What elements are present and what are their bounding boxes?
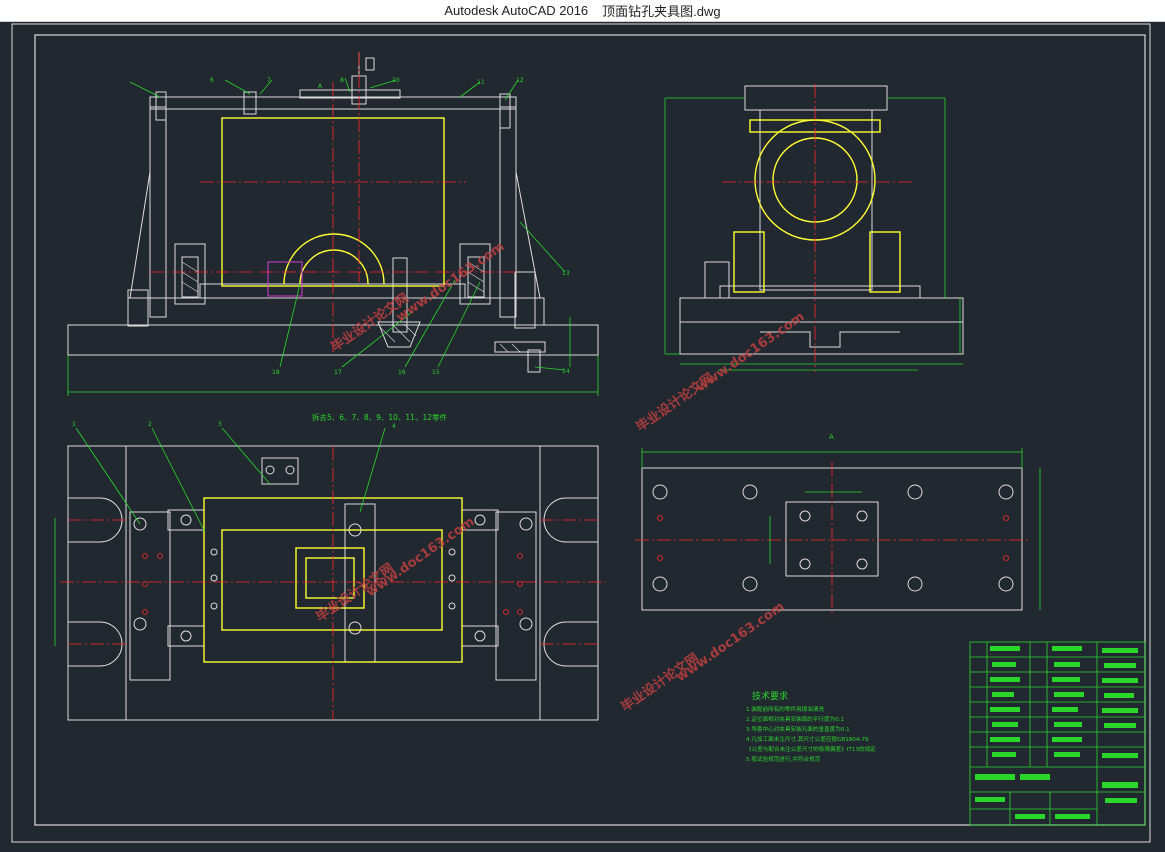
front-view-dimensions xyxy=(67,77,599,396)
svg-text:16: 16 xyxy=(398,369,406,376)
watermark-3: 毕业设计论文网 xyxy=(313,560,397,625)
plate-view-dimensions xyxy=(641,448,1041,610)
tech-line-3: 3.导套中心对夹具安装孔面的垂直度为0.1 xyxy=(746,725,850,733)
plan-view-note: 拆去5、6、7、8、9、10、11、12零件 xyxy=(312,412,447,422)
plate-view-red-holes xyxy=(657,515,1009,561)
watermark-4: 毕业设计论文网 xyxy=(618,650,702,715)
svg-text:6: 6 xyxy=(210,77,214,84)
svg-text:17: 17 xyxy=(334,369,342,376)
tech-line-1: 1.装配前所有的零件用煤油清洗 xyxy=(746,705,824,713)
tech-line-6: 5.按试验规范进行,并符合规范 xyxy=(746,755,821,763)
window-titlebar: Autodesk AutoCAD 2016 顶面钻孔夹具图.dwg xyxy=(0,0,1165,22)
svg-text:18: 18 xyxy=(272,369,280,376)
front-view-hatch xyxy=(181,261,521,353)
plate-view[interactable] xyxy=(641,467,1023,611)
svg-text:12: 12 xyxy=(516,77,524,84)
side-view-dimensions xyxy=(664,97,963,371)
plate-view-dim-label: A xyxy=(829,433,834,441)
inner-border xyxy=(34,34,1146,826)
outer-border xyxy=(11,23,1151,843)
svg-text:8: 8 xyxy=(340,77,344,84)
plan-view-centerlines xyxy=(60,446,606,720)
svg-text:15: 15 xyxy=(432,369,440,376)
plan-view-dimensions xyxy=(54,427,386,646)
plan-view-red-holes xyxy=(142,553,523,615)
tech-line-4: 4.凡加工面未注尺寸,其尺寸公差应按GB1804-79 xyxy=(746,735,869,743)
title-block-text-blocks xyxy=(975,646,1138,819)
svg-text:2: 2 xyxy=(148,421,152,428)
plan-view-balloon-labels: 1 2 3 4 xyxy=(72,421,396,430)
plate-view-centerlines xyxy=(635,462,1030,617)
svg-text:3: 3 xyxy=(218,421,222,428)
svg-text:10: 10 xyxy=(392,77,400,84)
svg-text:7: 7 xyxy=(267,77,271,84)
svg-text:1: 1 xyxy=(72,421,76,428)
plan-view[interactable] xyxy=(67,445,599,721)
front-view-balloon-labels: 6 7 8 10 11 12 13 14 15 16 17 18 A xyxy=(210,77,570,376)
title-block[interactable] xyxy=(969,641,1146,826)
tech-line-5: 《公差与配合未注公差尺寸的极限偏差》IT13的规定 xyxy=(746,745,876,753)
svg-text:14: 14 xyxy=(562,368,570,375)
watermark-url-4: www.doc163.com xyxy=(674,599,788,685)
document-name: 顶面钻孔夹具图.dwg xyxy=(602,4,721,19)
side-view-workpiece xyxy=(733,119,901,293)
tech-line-2: 2.定位面相对夹具安装面的平行度为0.1 xyxy=(746,715,845,723)
watermarks: 毕业设计论文网 www.doc163.com 毕业设计论文网 www.doc16… xyxy=(313,239,807,715)
section-label: A xyxy=(318,83,323,90)
side-view-centerlines xyxy=(722,84,915,372)
side-view[interactable] xyxy=(679,85,964,355)
svg-text:11: 11 xyxy=(477,79,485,86)
front-view[interactable] xyxy=(67,52,599,373)
plan-view-holes xyxy=(133,465,533,642)
watermark-url-3: www.doc163.com xyxy=(364,514,478,600)
tech-title: 技术要求 xyxy=(752,690,788,702)
app-title: Autodesk AutoCAD 2016 xyxy=(444,3,589,18)
tech-requirements: 技术要求 1.装配前所有的零件用煤油清洗 2.定位面相对夹具安装面的平行度为0.… xyxy=(746,690,876,763)
front-view-centerlines xyxy=(150,52,516,352)
svg-text:13: 13 xyxy=(562,270,570,277)
front-view-magenta-detail xyxy=(267,261,303,297)
svg-text:4: 4 xyxy=(392,423,396,430)
